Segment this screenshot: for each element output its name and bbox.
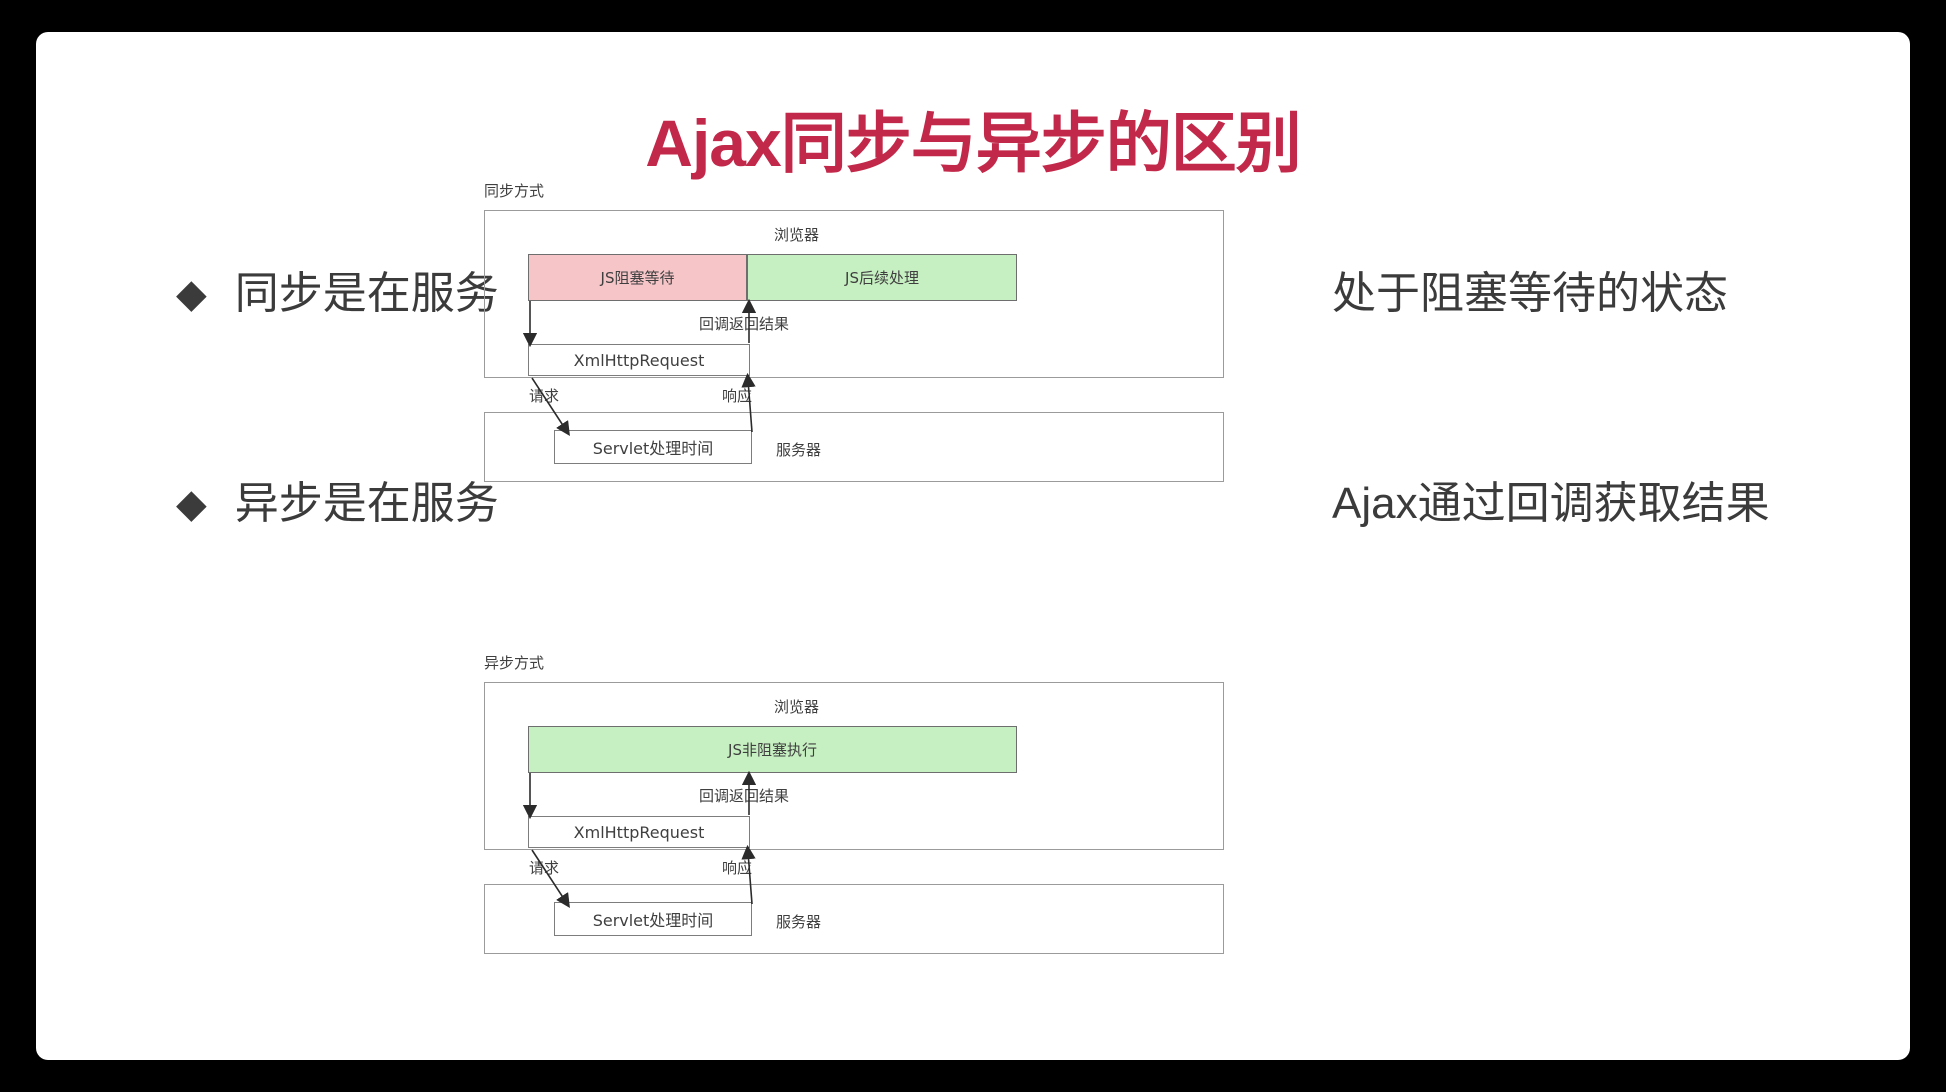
js-blocking-bar: JS阻塞等待 xyxy=(528,254,747,301)
request-label-sync: 请求 xyxy=(529,387,560,405)
bullet-item-1: ◆ 同步是在服务 xyxy=(176,272,499,316)
diagram-caption-async: 异步方式 xyxy=(484,654,545,672)
bullet-text-2: 异步是在服务 xyxy=(234,479,499,528)
diagram-synchronous: 同步方式 浏览器 JS阻塞等待 JS后续处理 回调返回结果 XmlHttpReq… xyxy=(484,180,1224,520)
servlet-box-async: Servlet处理时间 xyxy=(554,902,752,936)
bullet-item-2: ◆ 异步是在服务 xyxy=(176,482,499,526)
server-panel-sync xyxy=(484,412,1224,482)
servlet-box-sync: Servlet处理时间 xyxy=(554,430,752,464)
request-label-async: 请求 xyxy=(529,859,560,877)
browser-label-async: 浏览器 xyxy=(774,698,820,716)
browser-panel-async xyxy=(484,682,1224,850)
response-label-sync: 响应 xyxy=(722,387,753,405)
xhr-box-sync: XmlHttpRequest xyxy=(528,344,750,376)
server-label-async: 服务器 xyxy=(776,913,822,931)
diagram-caption-sync: 同步方式 xyxy=(484,182,545,200)
callback-label-async: 回调返回结果 xyxy=(699,787,790,805)
js-nonblocking-bar: JS非阻塞执行 xyxy=(528,726,1017,773)
page-title: Ajax同步与异步的区别 xyxy=(645,106,1301,180)
callback-label-sync: 回调返回结果 xyxy=(699,315,790,333)
bullet-tail-1: 处于阻塞等待的状态 xyxy=(1332,269,1728,318)
bullet-text-1: 同步是在服务 xyxy=(234,269,499,318)
diagram-asynchronous: 异步方式 浏览器 JS非阻塞执行 回调返回结果 XmlHttpRequest 请… xyxy=(484,652,1224,992)
xhr-box-async: XmlHttpRequest xyxy=(528,816,750,848)
browser-panel-sync xyxy=(484,210,1224,378)
server-panel-async xyxy=(484,884,1224,954)
browser-label-sync: 浏览器 xyxy=(774,226,820,244)
diamond-bullet-icon: ◆ xyxy=(176,482,207,526)
diamond-bullet-icon: ◆ xyxy=(176,272,207,316)
response-label-async: 响应 xyxy=(722,859,753,877)
bullet-tail-2: Ajax通过回调获取结果 xyxy=(1332,479,1770,528)
slide-frame: Ajax同步与异步的区别 ◆ 同步是在服务 处于阻塞等待的状态 ◆ 异步是在服务… xyxy=(36,32,1910,1060)
js-continue-bar: JS后续处理 xyxy=(747,254,1017,301)
server-label-sync: 服务器 xyxy=(776,441,822,459)
